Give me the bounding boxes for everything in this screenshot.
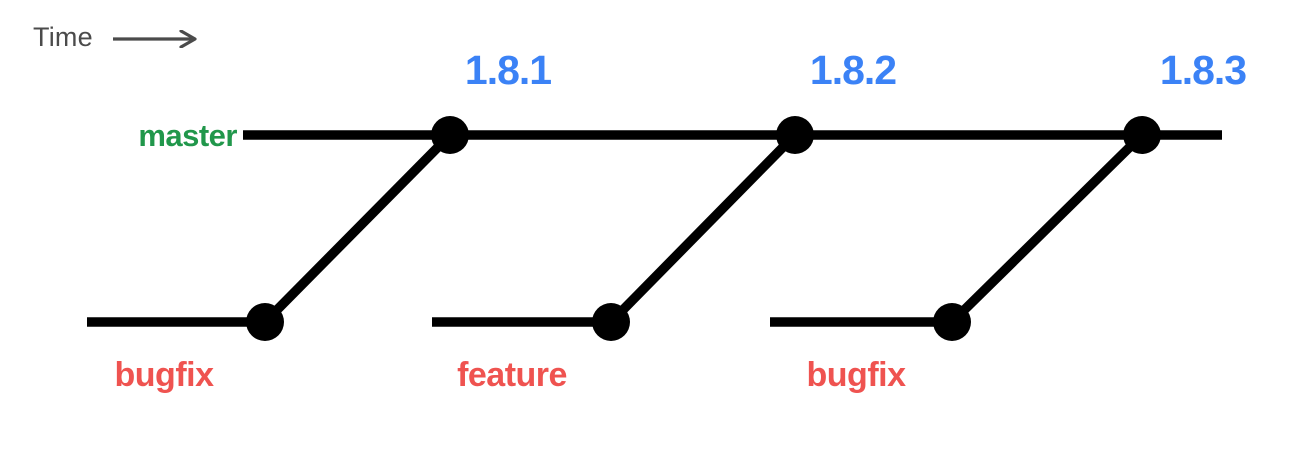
master-commit-node[interactable] <box>431 116 469 154</box>
right-arrow-icon <box>112 29 197 49</box>
master-commit-node[interactable] <box>776 116 814 154</box>
merge-diagonal-line <box>607 131 799 326</box>
topic-commit-node[interactable] <box>592 303 630 341</box>
merge-diagonal-line <box>948 131 1146 326</box>
topic-commit-node[interactable] <box>246 303 284 341</box>
commit-nodes <box>246 116 1161 341</box>
version-tag-label: 1.8.1 <box>464 47 552 93</box>
version-tag-label: 1.8.3 <box>1159 47 1247 93</box>
merge-diagonal-line <box>261 131 454 326</box>
branch-label-feature: feature <box>457 356 567 394</box>
version-tag-label: 1.8.2 <box>809 47 897 93</box>
branch-label-bugfix: bugfix <box>114 356 214 394</box>
branch-label-master: master <box>138 118 237 153</box>
topic-commit-node[interactable] <box>933 303 971 341</box>
time-axis-text: Time <box>33 22 93 52</box>
time-axis-label: Time <box>33 22 203 53</box>
branch-label-bugfix: bugfix <box>806 356 906 394</box>
master-commit-node[interactable] <box>1123 116 1161 154</box>
branch-lines <box>87 130 1222 327</box>
